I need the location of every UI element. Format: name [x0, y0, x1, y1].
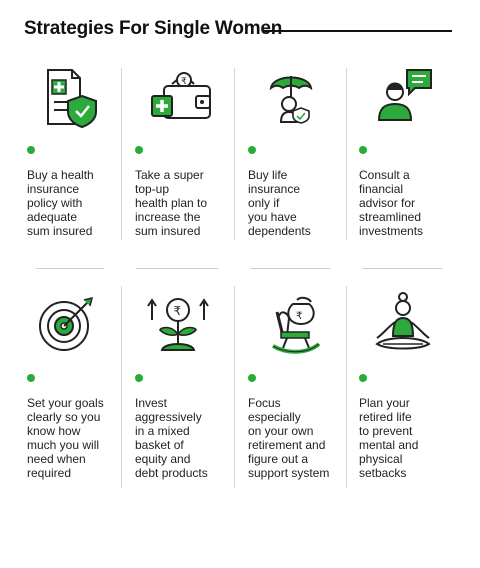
column-divider — [121, 68, 122, 240]
title-rule — [262, 30, 452, 32]
advisor-chat-icon — [347, 66, 459, 134]
bullet-dot — [248, 146, 256, 154]
bullet-dot — [248, 374, 256, 382]
wallet-medical-cross-icon: ₹ — [122, 66, 234, 134]
bullet-dot — [359, 374, 367, 382]
column-divider — [346, 68, 347, 240]
bullet-dot — [135, 374, 143, 382]
row-divider — [362, 268, 442, 269]
column-divider — [346, 286, 347, 488]
money-plant-growth-icon: ₹ — [122, 292, 234, 360]
svg-text:₹: ₹ — [181, 77, 187, 87]
bullet-dot — [27, 146, 35, 154]
column-divider — [121, 286, 122, 488]
row-divider — [36, 268, 104, 269]
page-title: Strategies For Single Women — [24, 18, 283, 39]
rocking-chair-money-bag-icon: ₹ — [235, 292, 347, 360]
bullet-dot — [359, 146, 367, 154]
bullet-dot — [135, 146, 143, 154]
svg-text:₹: ₹ — [174, 304, 182, 318]
target-arrow-icon — [10, 292, 122, 360]
health-document-shield-icon — [10, 66, 122, 134]
column-divider — [234, 286, 235, 488]
row-divider — [250, 268, 330, 269]
row-divider — [136, 268, 218, 269]
bullet-dot — [27, 374, 35, 382]
column-divider — [234, 68, 235, 240]
meditation-woman-icon — [347, 292, 459, 360]
svg-text:₹: ₹ — [296, 311, 302, 322]
woman-umbrella-shield-icon — [235, 66, 347, 134]
